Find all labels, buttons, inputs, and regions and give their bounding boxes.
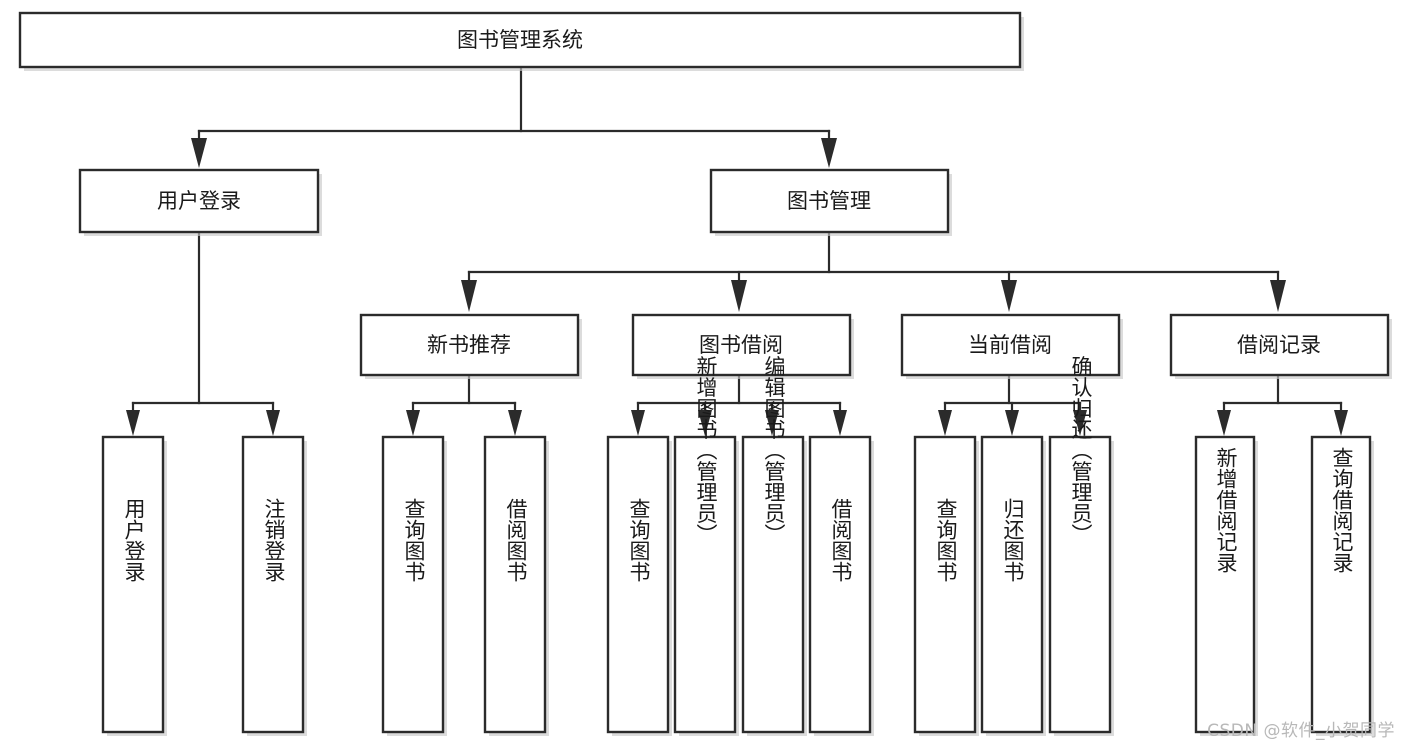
leaf-br-query-record[interactable]: 查询借阅记录: [1310, 435, 1374, 736]
leaf-bb-query-book[interactable]: 查询图书: [606, 435, 672, 736]
leaf-user-logout-label: 注销登录: [262, 498, 286, 582]
arrow-leaf-bb-query: [631, 410, 645, 436]
arrow-leaf-cb-return: [1005, 410, 1019, 436]
leaf-nbr-query-book-label: 查询图书: [402, 498, 426, 582]
leaf-nbr-borrow-book-box[interactable]: [483, 435, 547, 734]
leaf-user-login-label: 用户登录: [122, 498, 146, 582]
arrow-to-user-login: [191, 138, 207, 168]
node-user-login-label: 用户登录: [157, 189, 241, 213]
leaf-br-add-record-label: 新增借阅记录: [1214, 447, 1238, 573]
arrow-leaf-cb-confirm: [1073, 410, 1087, 436]
arrow-leaf-nbr-query: [406, 410, 420, 436]
node-borrow-record-box[interactable]: [1169, 313, 1390, 377]
leaf-br-add-record-box[interactable]: [1194, 435, 1256, 734]
node-book-borrow-label: 图书借阅: [699, 333, 783, 357]
leaf-bb-borrow-book-box[interactable]: [808, 435, 872, 734]
node-user-login-box[interactable]: [78, 168, 320, 234]
node-book-management[interactable]: 图书管理: [709, 168, 952, 236]
leaf-cb-return-book-label: 归还图书: [1001, 498, 1025, 582]
node-book-management-label: 图书管理: [787, 189, 871, 213]
leaf-nbr-query-book[interactable]: 查询图书: [381, 435, 447, 736]
node-book-borrow-box[interactable]: [631, 313, 852, 377]
arrow-leaf-cb-query: [938, 410, 952, 436]
leaf-user-login[interactable]: 用户登录: [101, 435, 167, 736]
arrow-leaf-bb-edit: [765, 410, 779, 436]
leaf-bb-edit-book-admin-box[interactable]: [741, 435, 805, 734]
node-root[interactable]: 图书管理系统: [18, 11, 1024, 71]
arrow-leaf-nbr-borrow: [508, 410, 522, 436]
leaf-cb-query-book-box[interactable]: [913, 435, 977, 734]
node-current-borrow-label: 当前借阅: [968, 333, 1052, 357]
leaf-cb-return-book[interactable]: 归还图书: [980, 435, 1046, 736]
node-book-management-box[interactable]: [709, 168, 950, 234]
leaf-bb-edit-book-admin-label: 编辑图书（管理员）: [762, 356, 786, 545]
arrow-to-new-book-rec: [461, 280, 477, 312]
leaf-cb-confirm-return-admin-box[interactable]: [1048, 435, 1112, 734]
arrow-leaf-user-login: [126, 410, 140, 436]
node-new-book-recommend[interactable]: 新书推荐: [359, 313, 582, 379]
node-new-book-recommend-box[interactable]: [359, 313, 580, 377]
leaf-bb-borrow-book[interactable]: 借阅图书: [808, 435, 874, 736]
arrow-leaf-br-add: [1217, 410, 1231, 436]
leaf-bb-borrow-book-label: 借阅图书: [829, 498, 853, 582]
leaf-nbr-query-book-box[interactable]: [381, 435, 445, 734]
arrow-leaf-br-query: [1334, 410, 1348, 436]
arrow-leaf-bb-borrow: [833, 410, 847, 436]
arrow-to-borrow-record: [1270, 280, 1286, 312]
node-root-box[interactable]: [18, 11, 1022, 69]
node-root-label: 图书管理系统: [457, 28, 583, 52]
leaf-cb-confirm-return-admin[interactable]: 确认归还（管理员）: [1048, 356, 1114, 737]
leaf-br-add-record[interactable]: 新增借阅记录: [1194, 435, 1258, 736]
leaf-bb-add-book-admin-box[interactable]: [673, 435, 737, 734]
leaf-bb-query-book-box[interactable]: [606, 435, 670, 734]
connector-layer: [126, 65, 1348, 436]
leaf-user-logout[interactable]: 注销登录: [241, 435, 307, 736]
node-book-borrow[interactable]: 图书借阅: [631, 313, 854, 379]
arrow-leaf-bb-add: [698, 410, 712, 436]
leaf-bb-edit-book-admin[interactable]: 编辑图书（管理员）: [741, 356, 807, 737]
node-borrow-record[interactable]: 借阅记录: [1169, 313, 1392, 379]
leaf-cb-query-book-label: 查询图书: [934, 498, 958, 582]
leaf-bb-add-book-admin-label: 新增图书（管理员）: [694, 356, 718, 545]
arrow-leaf-user-logout: [266, 410, 280, 436]
leaf-bb-add-book-admin[interactable]: 新增图书（管理员）: [673, 356, 739, 737]
node-borrow-record-label: 借阅记录: [1237, 333, 1321, 357]
leaf-nbr-borrow-book-label: 借阅图书: [504, 498, 528, 582]
arrow-to-current-borrow: [1001, 280, 1017, 312]
leaf-bb-query-book-label: 查询图书: [627, 498, 651, 582]
leaf-br-query-record-box[interactable]: [1310, 435, 1372, 734]
leaf-nbr-borrow-book[interactable]: 借阅图书: [483, 435, 549, 736]
leaf-cb-return-book-box[interactable]: [980, 435, 1044, 734]
node-new-book-recommend-label: 新书推荐: [427, 333, 511, 357]
arrow-to-book-borrow: [731, 280, 747, 312]
leaf-cb-query-book[interactable]: 查询图书: [913, 435, 979, 736]
node-current-borrow-box[interactable]: [900, 313, 1121, 377]
node-user-login[interactable]: 用户登录: [78, 168, 322, 236]
leaf-user-login-box[interactable]: [101, 435, 165, 734]
leaf-user-logout-box[interactable]: [241, 435, 305, 734]
leaf-cb-confirm-return-admin-label: 确认归还（管理员）: [1069, 356, 1093, 545]
node-current-borrow[interactable]: 当前借阅: [900, 313, 1123, 379]
arrow-to-book-manage: [821, 138, 837, 168]
leaf-br-query-record-label: 查询借阅记录: [1330, 447, 1354, 573]
